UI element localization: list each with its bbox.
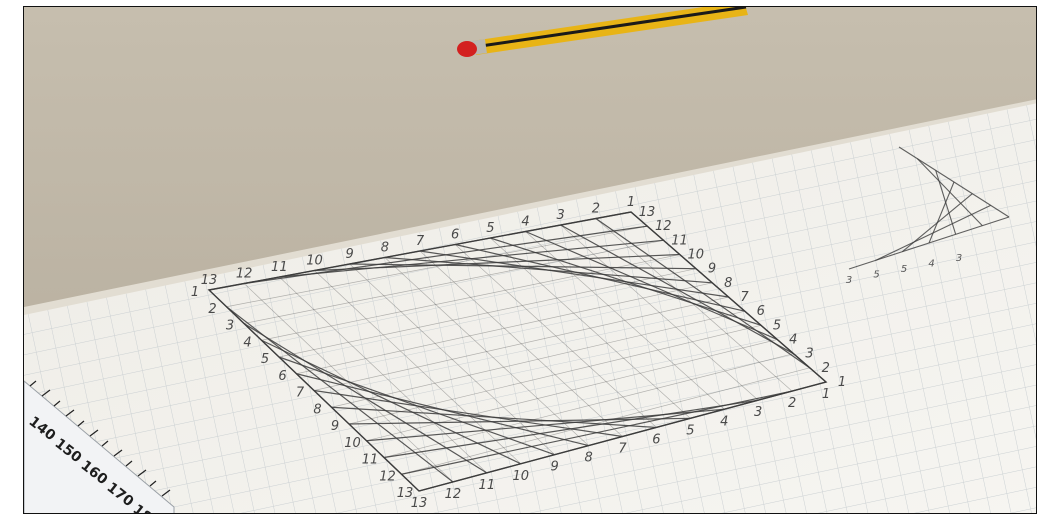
figure-label: 2 — [788, 396, 796, 411]
figure-label: 3 — [226, 319, 234, 334]
ruler: 140 150 160 170 180 — [24, 380, 175, 514]
figure-label: 2 — [592, 202, 600, 217]
figure-label: 13 — [201, 273, 218, 288]
figure-label: 6 — [757, 304, 765, 319]
box-line — [243, 239, 664, 324]
side-figure-label: 3 — [956, 253, 962, 264]
figure-label: 11 — [271, 260, 288, 275]
side-figure-label: 4 — [928, 259, 934, 270]
figure-label: 12 — [236, 267, 253, 282]
figure-label: 12 — [655, 219, 672, 234]
box-line — [595, 218, 793, 392]
figure-label: 6 — [652, 432, 660, 447]
box-line — [401, 367, 810, 475]
photo-frame: 140 150 160 170 180 13121110987654321131… — [23, 6, 1037, 514]
side-figure-label: 5 — [873, 270, 879, 281]
stitch-line — [848, 216, 1010, 270]
figure-label: 4 — [789, 333, 797, 348]
figure-label: 10 — [306, 254, 323, 269]
figure-label: 4 — [521, 215, 529, 230]
stitch-line — [401, 390, 793, 475]
figure-label: 8 — [313, 402, 321, 417]
figure-label: 10 — [512, 469, 529, 484]
figure-label: 7 — [296, 386, 305, 401]
figure-label: 1 — [838, 375, 846, 390]
figure-label: 1 — [627, 195, 635, 210]
box-line — [349, 263, 555, 455]
box-line — [490, 237, 691, 419]
box-line — [331, 310, 745, 408]
figure-label: 4 — [720, 414, 728, 429]
figure-label: 2 — [208, 302, 216, 317]
figure-label: 11 — [479, 478, 496, 493]
figure-label: 9 — [551, 460, 559, 475]
figure-label: 5 — [773, 318, 781, 333]
box-line — [314, 270, 521, 465]
box-line — [313, 296, 729, 391]
figure-label: 10 — [344, 436, 361, 451]
box-line — [296, 282, 713, 375]
box-line — [261, 254, 680, 341]
figure-label: 6 — [451, 228, 459, 243]
figure-label: 5 — [486, 221, 494, 236]
figure-label: 13 — [411, 496, 428, 511]
figure-label: 9 — [331, 419, 339, 434]
stitch-line — [595, 218, 811, 369]
figure-label: 9 — [346, 247, 354, 262]
box-line — [366, 339, 778, 442]
figure-label: 11 — [362, 453, 379, 468]
figure-label: 7 — [740, 290, 749, 305]
ruler-number: 180 — [130, 502, 163, 514]
figure-label: 12 — [445, 487, 462, 502]
graph-paper-grid — [24, 103, 1036, 513]
box-line — [226, 225, 648, 308]
box-line — [279, 276, 488, 474]
figure-outline — [207, 211, 828, 492]
stitch-line — [875, 204, 991, 261]
stitch-line — [560, 224, 794, 355]
box-line — [454, 244, 657, 428]
side-figure-label: 3 — [846, 275, 852, 286]
figure-label: 2 — [822, 361, 830, 376]
figure-label: 1 — [822, 387, 830, 402]
figure-label: 6 — [278, 369, 286, 384]
figure-label: 13 — [639, 205, 656, 220]
stitch-line — [383, 399, 759, 459]
box-line — [278, 268, 697, 358]
figure-label: 13 — [397, 486, 414, 501]
figure-label: 8 — [584, 451, 592, 466]
figure-label: 8 — [724, 276, 732, 291]
photo-scene: 140 150 160 170 180 13121110987654321131… — [24, 7, 1036, 514]
figure-label: 12 — [379, 469, 396, 484]
figure-label: 8 — [381, 241, 389, 256]
side-curve-figure: 3 5 5 4 3 — [846, 146, 1010, 286]
figure-label: 1 — [191, 285, 199, 300]
pencil — [457, 7, 748, 57]
figure-label: 3 — [805, 347, 813, 362]
figure-label: 9 — [708, 262, 716, 277]
box-line — [243, 283, 454, 483]
figure-label: 11 — [671, 233, 688, 248]
box-line — [560, 224, 759, 401]
figure-label: 7 — [618, 442, 627, 457]
figure-label: 10 — [687, 248, 704, 263]
figure-label: 5 — [686, 423, 694, 438]
box-line — [383, 353, 794, 458]
figure-label: 7 — [416, 234, 425, 249]
figure-label: 4 — [243, 335, 251, 350]
side-figure-label: 5 — [901, 264, 907, 275]
box-line — [384, 257, 589, 446]
figure-label: 3 — [754, 405, 762, 420]
figure-label: 3 — [557, 208, 565, 223]
box-line — [525, 231, 725, 410]
figure-label: 5 — [261, 352, 269, 367]
box-line — [348, 324, 762, 425]
box-line — [419, 250, 623, 437]
